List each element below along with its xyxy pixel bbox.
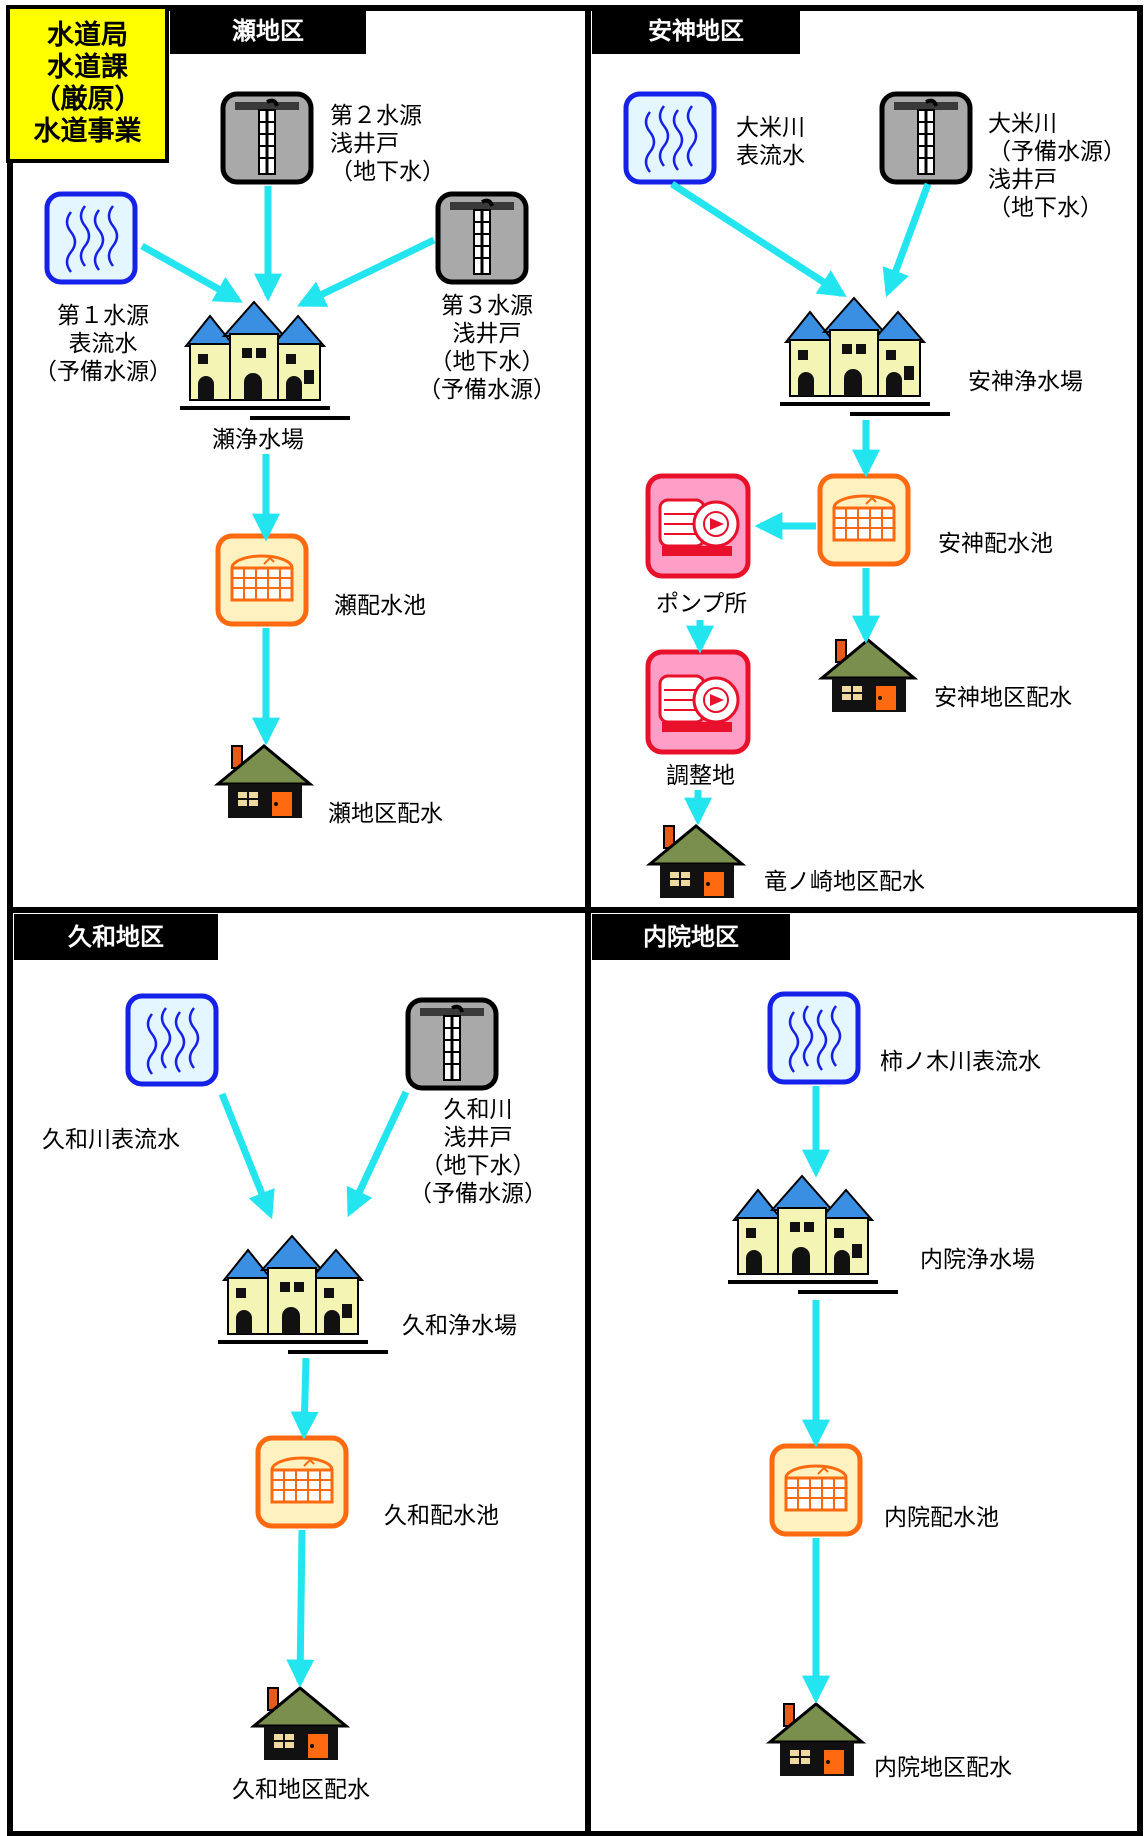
bureau-header-box: 水道局 水道課 （厳原） 水道事業 [6,5,169,163]
se-arrows [140,186,436,746]
tatsunosaki-house-icon [648,824,744,900]
se-arrow-source1 [140,242,243,304]
anjin-river-label: 大米川 表流水 [736,115,805,169]
kuwa-river-water-icon [128,996,216,1084]
se-distribution-label: 瀬地区配水 [328,801,443,827]
se-plant-label: 瀬浄水場 [212,427,304,453]
anjin-adjust-icon [648,652,748,752]
se-house-icon [216,744,312,820]
naiin-reservoir-icon [772,1446,860,1534]
anjin-pump-icon [648,476,748,576]
se-source2-label: 第２水源 浅井戸 （地下水） [330,103,445,185]
se-source1-water-icon [47,194,135,282]
naiin-river-water-icon [770,994,858,1082]
kuwa-plant-label: 久和浄水場 [402,1313,517,1339]
anjin-plant-icon [778,296,952,416]
kuwa-district-title: 久和地区 [14,914,218,960]
anjin-well-label: 大米川 （予備水源） 浅井戸 （地下水） [988,111,1126,221]
se-source3-label: 第３水源 浅井戸 （地下水） （予備水源） [418,293,556,403]
naiin-district-title: 内院地区 [592,914,790,960]
anjin-arrow-well [882,182,932,298]
kuwa-arrow-river [218,1092,275,1220]
anjin-plant-label: 安神浄水場 [968,369,1083,395]
anjin-reservoir-icon [820,476,908,564]
kuwa-reservoir-label: 久和配水池 [384,1503,499,1529]
panel-borders [7,5,1143,1836]
kuwa-well-icon [408,1000,496,1088]
naiin-distribution-label: 内院地区配水 [874,1755,1012,1781]
kuwa-house-icon [252,1686,348,1762]
anjin-river-water-icon [626,94,714,182]
anjin-distribution-label: 安神地区配水 [934,685,1072,711]
kuwa-district [128,996,496,1762]
anjin-arrow-river [670,181,847,298]
header-line: 水道局 [47,20,128,51]
kuwa-arrow-reservoir-house [286,1529,315,1688]
kuwa-arrow-well [346,1090,410,1218]
anjin-adjust-label: 調整地 [666,763,735,789]
se-source2-well-icon [223,94,311,182]
kuwa-reservoir-icon [258,1438,346,1526]
anjin-district [626,94,970,900]
naiin-plant-icon [726,1174,900,1294]
header-line: 水道課 [47,52,128,83]
se-reservoir-icon [218,536,306,624]
se-source1-label: 第１水源 表流水 （予備水源） [34,303,172,385]
anjin-well-icon [882,94,970,182]
naiin-reservoir-label: 内院配水池 [884,1505,999,1531]
anjin-reservoir-label: 安神配水池 [938,531,1053,557]
se-district-title: 瀬地区 [170,8,366,54]
se-reservoir-label: 瀬配水池 [334,593,426,619]
naiin-house-icon [768,1702,864,1778]
anjin-house-icon [820,638,916,714]
se-district [47,94,526,820]
se-arrow-source3 [296,236,436,308]
kuwa-plant-icon [216,1234,390,1354]
kuwa-arrow-plant-reservoir [290,1357,319,1440]
header-line: （厳原） [33,84,142,115]
anjin-pump-label: ポンプ所 [656,591,748,617]
header-line: 水道事業 [33,116,142,147]
naiin-district [726,994,900,1778]
kuwa-river-label: 久和川表流水 [42,1127,180,1153]
tatsunosaki-distribution-label: 竜ノ崎地区配水 [764,869,925,895]
kuwa-well-label: 久和川 浅井戸 （地下水） （予備水源） [409,1097,547,1207]
se-plant-icon [178,300,352,420]
kuwa-distribution-label: 久和地区配水 [232,1777,370,1803]
naiin-river-label: 柿ノ木川表流水 [880,1049,1041,1075]
kuwa-arrows [218,1090,410,1688]
se-source3-well-icon [438,194,526,282]
naiin-plant-label: 内院浄水場 [920,1247,1035,1273]
anjin-district-title: 安神地区 [592,8,800,54]
anjin-arrows [670,181,932,826]
